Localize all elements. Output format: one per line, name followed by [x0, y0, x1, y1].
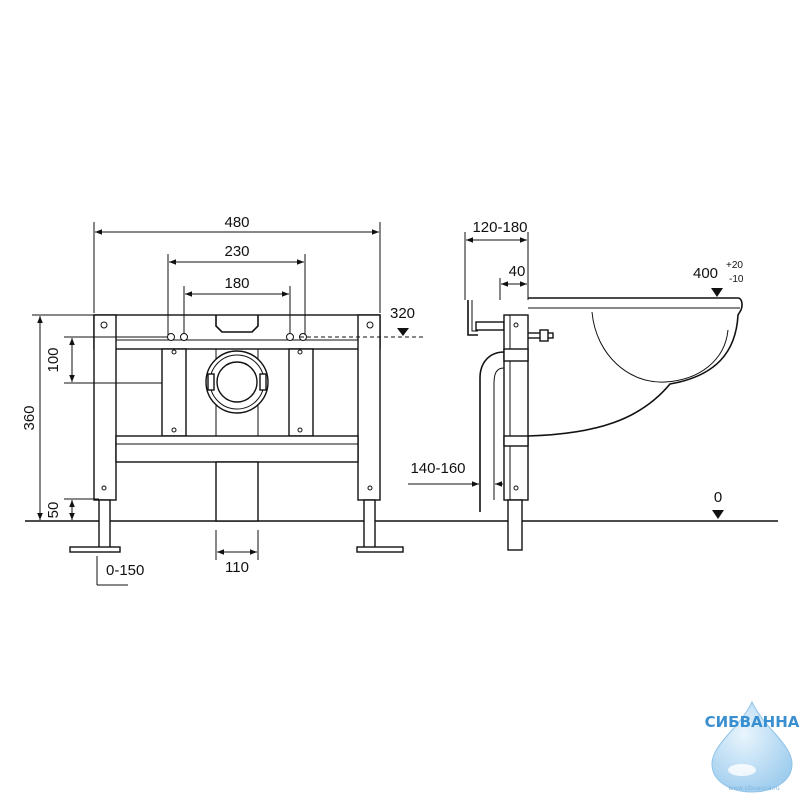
dim-230-label: 230 — [224, 243, 249, 260]
side-upright — [503, 314, 529, 501]
dim-40-label: 40 — [509, 263, 526, 280]
level-marker-400 — [711, 288, 723, 297]
dim-400-label: 400 — [693, 265, 718, 282]
dim-0-150-label: 0-150 — [106, 562, 144, 579]
drain-pipe — [215, 461, 259, 522]
right-leg — [363, 499, 376, 551]
dim-480-label: 480 — [224, 214, 249, 231]
front-view — [69, 314, 404, 553]
side-drain-pipe — [479, 351, 505, 512]
dim-400-tol-minus: -10 — [729, 274, 744, 285]
dim-400-tol-plus: +20 — [726, 260, 743, 271]
front-dimensions: 480 230 180 320 360 100 50 0-150 — [21, 214, 425, 586]
right-upright — [357, 314, 381, 501]
mount-rod — [475, 321, 505, 331]
dim-0-label: 0 — [714, 489, 722, 506]
right-foot — [356, 546, 404, 553]
left-leg — [98, 499, 111, 551]
dim-360-label: 360 — [21, 405, 38, 430]
bowl-inner — [591, 311, 729, 383]
top-notch — [215, 315, 259, 333]
level-marker-320 — [397, 328, 409, 336]
logo-name: СИБВАННА — [705, 713, 800, 731]
mount-hole — [100, 321, 108, 329]
logo-url: www.sibvanna.ru — [728, 785, 780, 792]
dim-120-180-label: 120-180 — [472, 219, 527, 236]
dim-320-label: 320 — [390, 305, 415, 322]
brand-logo: СИБВАННА www.sibvanna.ru — [705, 700, 800, 793]
drain-outlet — [205, 350, 269, 414]
left-foot — [69, 546, 121, 553]
left-upright — [93, 314, 117, 501]
dim-140-160-label: 140-160 — [410, 460, 465, 477]
dim-110-label: 110 — [225, 559, 249, 576]
toilet-bowl — [527, 297, 743, 437]
side-view: 120-180 40 400 +20 -10 — [408, 219, 744, 551]
dim-50-label: 50 — [45, 502, 62, 519]
mount-hole — [180, 333, 188, 341]
side-leg — [507, 499, 523, 551]
mount-hole — [366, 321, 374, 329]
right-slot — [288, 348, 314, 437]
mount-hole — [286, 333, 294, 341]
dim-180-label: 180 — [224, 275, 249, 292]
mount-hole — [167, 333, 175, 341]
dim-100-label: 100 — [45, 347, 62, 372]
lower-crossbar — [115, 435, 359, 463]
left-slot — [161, 348, 187, 437]
wall-bracket — [467, 300, 478, 336]
level-marker-0 — [712, 510, 724, 519]
